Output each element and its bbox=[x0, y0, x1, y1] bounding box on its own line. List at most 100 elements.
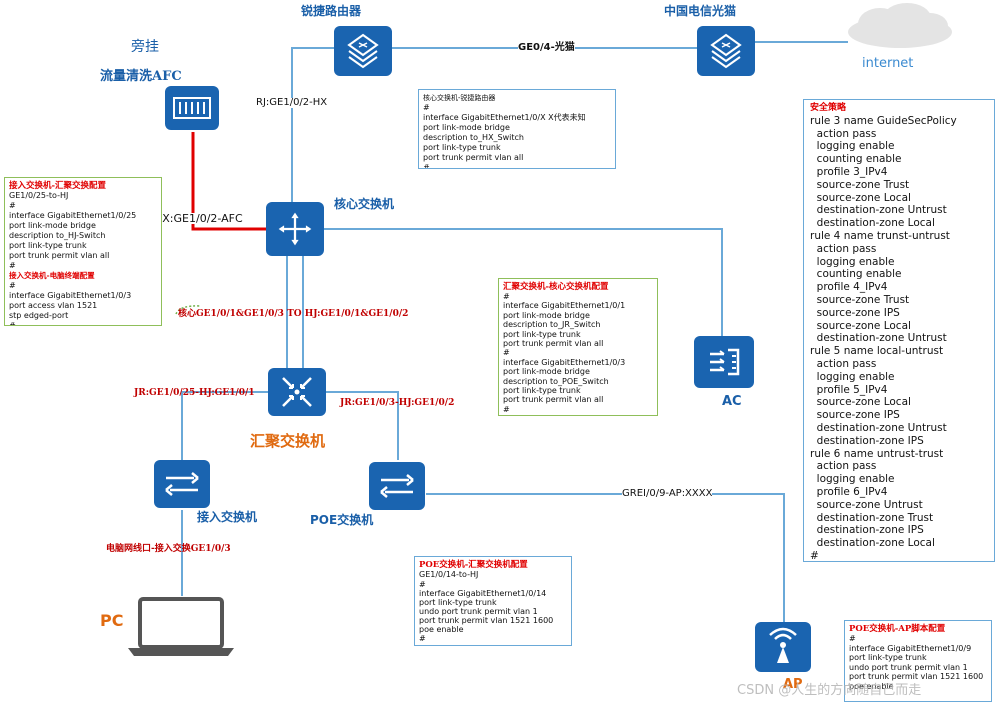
policy-line: destination-zone Local bbox=[810, 217, 935, 230]
link-label-afc-core: HX:GE1/0/2-AFC bbox=[154, 212, 243, 225]
config-line: port link-mode bridge bbox=[503, 367, 590, 377]
link-label-agg-access: JR:GE1/0/25-HJ:GE1/0/1 bbox=[134, 388, 255, 398]
config-line: port link-type trunk bbox=[503, 386, 581, 396]
link-label-router-modem: GE0/4-光猫 bbox=[518, 42, 575, 53]
ac-device bbox=[694, 336, 754, 388]
config-line: port link-type trunk bbox=[423, 143, 501, 152]
internet-cloud bbox=[845, 2, 955, 50]
config-line: interface GigabitEthernet1/0/14 bbox=[419, 589, 547, 598]
security-policy-box: 安全策略 rule 3 name GuideSecPolicy action p… bbox=[803, 99, 995, 562]
router-device bbox=[334, 26, 392, 76]
core-agg-label-bracket bbox=[175, 305, 201, 315]
ap-label: AP bbox=[783, 677, 803, 692]
config-line: port link-type trunk bbox=[503, 329, 581, 339]
pc-device bbox=[126, 596, 236, 658]
policy-line: destination-zone IPS bbox=[810, 524, 924, 537]
config-line: undo port trunk permit vlan 1 bbox=[849, 662, 968, 672]
config-title: 核心交换机-锐捷路由器 bbox=[423, 94, 496, 102]
afc-label: 流量清洗AFC bbox=[100, 69, 182, 84]
laptop-icon bbox=[128, 597, 234, 656]
config-line: port link-type trunk bbox=[9, 241, 87, 250]
config-line: port trunk permit vlan all bbox=[9, 251, 110, 260]
telecom-modem-device bbox=[697, 26, 755, 76]
link-afc-core bbox=[191, 132, 266, 231]
config-line: poe enable bbox=[419, 625, 464, 634]
link-poe-ap bbox=[426, 493, 785, 622]
link-core-ac bbox=[324, 228, 723, 336]
policy-line: action pass bbox=[810, 357, 877, 370]
policy-line: profile 6_IPv4 bbox=[810, 485, 888, 498]
link-agg-access bbox=[181, 391, 268, 460]
policy-line: rule 4 name trunst-untrust bbox=[810, 229, 950, 242]
link-label-router-core: RJ:GE1/0/2-HX bbox=[256, 97, 328, 108]
config-line: port link-mode bridge bbox=[423, 123, 510, 132]
policy-line: source-zone Local bbox=[810, 396, 911, 409]
agg-switch-label: 汇聚交换机 bbox=[250, 432, 326, 450]
config-line: # bbox=[9, 281, 16, 290]
internet-label: internet bbox=[862, 56, 914, 71]
policy-line: # bbox=[810, 549, 819, 562]
link-agg-poe bbox=[326, 391, 399, 460]
config-line: port link-type trunk bbox=[419, 598, 497, 607]
config-line: interface GigabitEthernet1/0/X X代表未知 bbox=[423, 113, 586, 122]
policy-line: destination-zone IPS bbox=[810, 434, 924, 447]
config-line: port trunk permit vlan 1521 1600 bbox=[849, 672, 984, 681]
config-line: # bbox=[419, 580, 426, 589]
policy-line: profile 5_IPv4 bbox=[810, 383, 888, 396]
policy-line: source-zone Local bbox=[810, 319, 911, 332]
config-line: interface GigabitEthernet1/0/1 bbox=[503, 301, 626, 311]
policy-line: logging enable bbox=[810, 370, 895, 383]
policy-line: action pass bbox=[810, 242, 877, 255]
ap-device bbox=[755, 622, 811, 672]
config-line: # bbox=[419, 634, 426, 643]
config-line: undo port trunk permit vlan 1 bbox=[419, 607, 538, 616]
policy-line: action pass bbox=[810, 460, 877, 473]
security-policy-lines: rule 3 name GuideSecPolicy action pass l… bbox=[810, 114, 988, 562]
config-line: port access vlan 1521 bbox=[9, 301, 98, 310]
config-line: # bbox=[9, 201, 16, 210]
config-line: port trunk permit vlan 1521 1600 bbox=[419, 616, 554, 625]
pc-label: PC bbox=[100, 611, 124, 630]
policy-line: destination-zone Local bbox=[810, 537, 935, 550]
policy-line: rule 3 name GuideSecPolicy bbox=[810, 114, 957, 127]
watermark: CSDN @人生的方向随自己而走 bbox=[737, 683, 922, 698]
poe-switch-label: POE交换机 bbox=[310, 513, 374, 527]
config-line: # bbox=[9, 321, 16, 326]
config-line: interface GigabitEthernet1/0/3 bbox=[503, 357, 626, 367]
config-line: description to_HX_Switch bbox=[423, 133, 524, 142]
access-switch-device bbox=[154, 460, 210, 508]
poe-switch-device bbox=[369, 462, 425, 510]
config-line: interface GigabitEthernet1/0/3 bbox=[9, 291, 132, 300]
wireless-ap-icon bbox=[769, 627, 797, 663]
policy-line: destination-zone Untrust bbox=[810, 421, 947, 434]
policy-line: rule 6 name untrust-trust bbox=[810, 447, 944, 460]
policy-line: logging enable bbox=[810, 140, 895, 153]
policy-line: source-zone Local bbox=[810, 191, 911, 204]
security-policy-title: 安全策略 bbox=[810, 103, 847, 113]
config-box-access-agg: 接入交换机-汇聚交换配置 GE1/0/25-to-HJ # interface … bbox=[4, 177, 162, 326]
cloud-icon bbox=[848, 3, 952, 48]
link-label-pc-access: 电脑网线口-接入交换GE1/0/3 bbox=[106, 544, 231, 554]
config-line: # bbox=[423, 163, 430, 169]
config-line: port trunk permit vlan all bbox=[503, 395, 604, 405]
config-line: description to_POE_Switch bbox=[503, 376, 609, 386]
config-line: port link-mode bridge bbox=[9, 221, 96, 230]
converge-arrows-icon bbox=[282, 377, 312, 407]
four-arrows-icon bbox=[278, 212, 312, 246]
core-switch-device bbox=[266, 202, 324, 256]
switch-arrows-icon bbox=[380, 474, 414, 498]
access-switch-label: 接入交换机 bbox=[197, 510, 258, 524]
policy-line: profile 3_IPv4 bbox=[810, 165, 888, 178]
policy-line: logging enable bbox=[810, 473, 895, 486]
policy-line: action pass bbox=[810, 127, 877, 140]
config-title: POE交换机-AP脚本配置 bbox=[849, 624, 946, 634]
config-line: GE1/0/14-to-HJ bbox=[419, 570, 479, 579]
policy-line: rule 5 name local-untrust bbox=[810, 345, 944, 358]
rack-server-icon bbox=[173, 97, 211, 119]
config-title-2: 接入交换机-电脑终端配置 bbox=[9, 271, 95, 280]
config-box-agg-core: 汇聚交换机-核心交换机配置 # interface GigabitEtherne… bbox=[498, 278, 658, 416]
router-label: 锐捷路由器 bbox=[301, 4, 362, 18]
telecom-modem-label: 中国电信光猫 bbox=[664, 4, 737, 18]
config-title: POE交换机-汇聚交换机配置 bbox=[419, 560, 528, 570]
ac-label: AC bbox=[722, 394, 742, 409]
